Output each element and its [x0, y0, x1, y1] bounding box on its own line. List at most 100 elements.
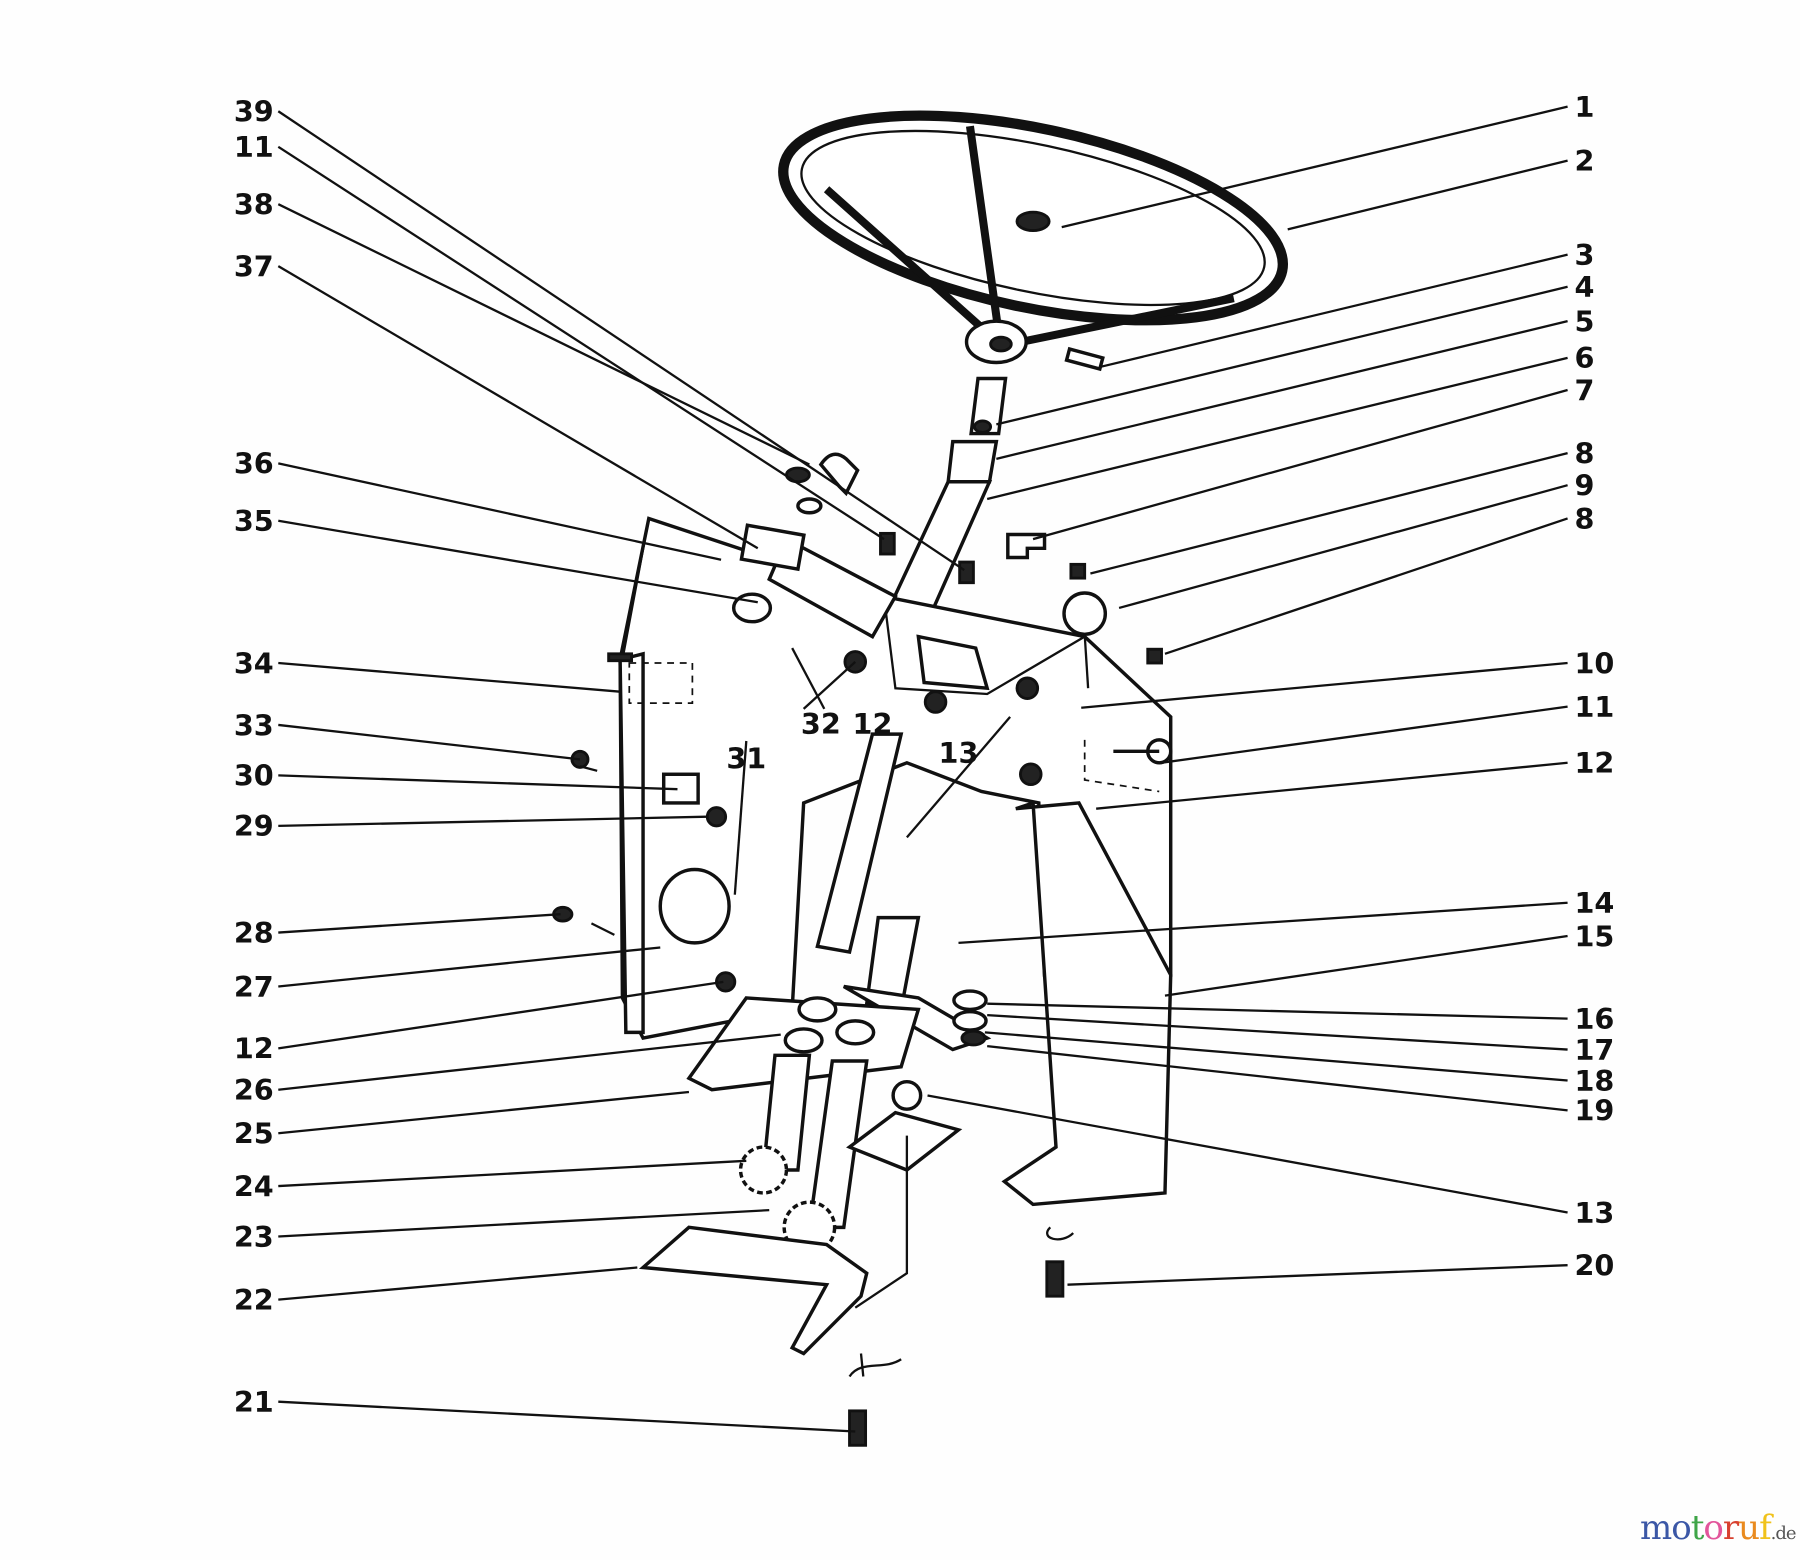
- callout-number: 10: [1574, 646, 1614, 680]
- callout-number: 32: [801, 707, 841, 741]
- callout-number: 15: [1574, 919, 1614, 953]
- callout-number: 2: [1574, 144, 1594, 178]
- leader-line: [1090, 451, 1568, 575]
- callout-number: 5: [1574, 305, 1594, 339]
- leader-line: [1067, 1264, 1568, 1286]
- leader-line: [791, 647, 826, 710]
- callout-number: 26: [234, 1073, 274, 1107]
- small-parts: [552, 452, 1173, 993]
- callout-number: 18: [1574, 1064, 1614, 1098]
- leader-line: [1164, 934, 1568, 997]
- callout-number: 12: [853, 707, 893, 741]
- leader-line: [984, 1031, 1568, 1082]
- leader-line: [996, 320, 1568, 460]
- callout-number: 1: [1574, 90, 1594, 124]
- callout-number: 16: [1574, 1002, 1614, 1036]
- callout-number: 12: [1574, 746, 1614, 780]
- leader-line: [1032, 388, 1568, 541]
- leader-line: [278, 462, 722, 561]
- watermark-letter: o: [1703, 1508, 1724, 1548]
- callout-number: 19: [1574, 1094, 1614, 1128]
- leader-line: [278, 774, 678, 791]
- callout-number: 38: [234, 188, 274, 222]
- callout-number: 34: [234, 646, 274, 680]
- callout-number: 7: [1574, 373, 1594, 407]
- leader-line: [986, 356, 1568, 501]
- watermark-letter: o: [1671, 1508, 1692, 1548]
- dash-panel: [607, 516, 1173, 1207]
- leader-line: [278, 661, 621, 693]
- callout-number: 6: [1574, 341, 1594, 375]
- leader-line: [278, 1159, 747, 1188]
- leader-line: [1099, 253, 1568, 369]
- watermark-letter: t: [1690, 1508, 1705, 1548]
- leader-line: [987, 1014, 1568, 1051]
- leader-line: [278, 723, 581, 761]
- callout-number: 27: [234, 970, 274, 1004]
- callout-number: 22: [234, 1283, 274, 1317]
- leader-line: [278, 980, 724, 1050]
- pedal-assembly: [638, 732, 1075, 1447]
- leader-line: [277, 110, 965, 572]
- callout-number: 25: [234, 1117, 274, 1151]
- leader-line: [278, 946, 661, 988]
- watermark-letter: f: [1759, 1508, 1772, 1548]
- callout-number: 8: [1574, 502, 1594, 536]
- leader-line: [987, 1002, 1568, 1020]
- leader-line: [1161, 705, 1568, 764]
- leader-line: [278, 1209, 770, 1238]
- leader-line: [1287, 159, 1568, 231]
- leader-line: [278, 519, 758, 604]
- watermark-logo: motoruf.de: [1640, 1508, 1797, 1548]
- watermark-tld: .de: [1770, 1523, 1797, 1544]
- callout-number: 8: [1574, 436, 1594, 470]
- leader-line: [278, 1400, 856, 1433]
- callout-number: 12: [234, 1032, 274, 1066]
- callout-number: 13: [1574, 1196, 1614, 1230]
- leader-line: [996, 285, 1568, 426]
- callout-number: 3: [1574, 238, 1594, 272]
- callout-number: 29: [234, 809, 274, 843]
- leader-line: [1164, 517, 1568, 655]
- callout-number: 11: [1574, 690, 1614, 724]
- callout-number: 33: [234, 708, 274, 742]
- callout-number: 20: [1574, 1249, 1614, 1283]
- callout-number: 21: [234, 1385, 274, 1419]
- callout-number: 23: [234, 1220, 274, 1254]
- leader-line: [278, 913, 561, 934]
- callout-number: 28: [234, 916, 274, 950]
- callout-number: 35: [234, 504, 274, 538]
- leader-line: [958, 901, 1568, 945]
- watermark-letter: m: [1640, 1508, 1672, 1548]
- leader-line: [1061, 105, 1568, 229]
- callout-number: 14: [1574, 886, 1614, 920]
- leader-line: [733, 740, 748, 895]
- callout-number: 17: [1574, 1033, 1614, 1067]
- leader-line: [277, 265, 759, 550]
- leader-line: [802, 661, 857, 710]
- callout-number: 13: [939, 736, 979, 770]
- steering-wheel: [778, 110, 1288, 372]
- leader-line: [278, 1266, 638, 1301]
- callout-number: 9: [1574, 469, 1594, 503]
- callout-number: 30: [234, 759, 274, 793]
- leader-line: [278, 1033, 781, 1091]
- watermark-letter: r: [1722, 1508, 1739, 1548]
- callout-number: 37: [234, 249, 274, 283]
- leader-line: [277, 203, 810, 466]
- leader-line: [278, 1090, 690, 1135]
- leader-line: [277, 145, 885, 541]
- leader-line: [1081, 661, 1568, 709]
- leader-line: [278, 815, 708, 828]
- callout-number: 11: [234, 130, 274, 164]
- callout-number: 4: [1574, 270, 1594, 304]
- callout-number: 24: [234, 1169, 274, 1203]
- callouts: 3911383736353433302928271226252423222112…: [234, 90, 1614, 1433]
- callout-number: 36: [234, 447, 274, 481]
- leader-line: [1096, 761, 1568, 810]
- leader-line: [1118, 484, 1568, 610]
- watermark-letter: u: [1738, 1508, 1760, 1548]
- leader-line: [987, 1044, 1568, 1112]
